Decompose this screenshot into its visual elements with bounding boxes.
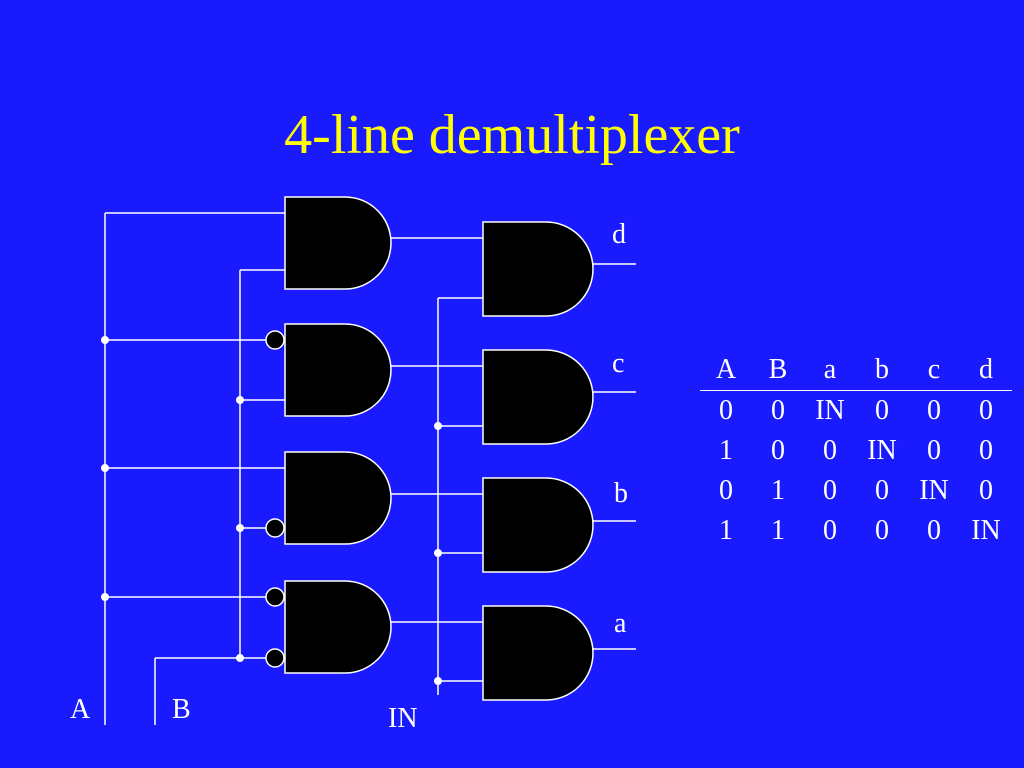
table-cell: 0 (979, 435, 993, 466)
and-gate-4 (284, 580, 392, 674)
table-cell: 1 (719, 435, 733, 466)
truth-table-header-row: A B a b c d (700, 350, 1012, 391)
and-gate-d (482, 221, 594, 317)
header-c: c (927, 354, 941, 385)
truth-table: A B a b c d 0 0 IN 0 0 0 1 0 0 IN 0 0 0 … (700, 350, 1012, 551)
table-cell: 0 (771, 435, 785, 466)
table-cell: 0 (875, 515, 889, 546)
and-gate-a (482, 605, 594, 701)
table-cell: 0 (927, 395, 941, 426)
output-label-c: c (612, 348, 624, 379)
table-cell: IN (919, 475, 949, 506)
table-cell: IN (971, 515, 1001, 546)
junction-dot (434, 677, 442, 685)
inverter-bubble (265, 587, 285, 607)
junction-dot (101, 593, 109, 601)
table-cell: 0 (927, 515, 941, 546)
inverter-bubble (265, 648, 285, 668)
output-label-a: a (614, 608, 627, 639)
table-cell: 0 (719, 475, 733, 506)
table-cell: 1 (719, 515, 733, 546)
table-cell: 0 (979, 395, 993, 426)
header-b: b (875, 354, 889, 385)
table-cell: 0 (979, 475, 993, 506)
header-a: a (823, 354, 837, 385)
junction-dot (236, 524, 244, 532)
header-B: B (768, 354, 788, 385)
header-A: A (715, 354, 737, 385)
output-label-b: b (614, 478, 628, 509)
input-label-b: B (172, 694, 191, 725)
junction-dot (101, 464, 109, 472)
table-cell: 0 (823, 475, 837, 506)
and-gate-c (482, 349, 594, 445)
table-cell: 0 (927, 435, 941, 466)
table-cell: 1 (771, 515, 785, 546)
table-cell: 0 (875, 475, 889, 506)
table-cell: 0 (823, 435, 837, 466)
junction-dot (236, 396, 244, 404)
and-gate-1 (284, 196, 392, 290)
junction-dot (434, 422, 442, 430)
and-gate-3 (284, 451, 392, 545)
table-row: 0 1 0 0 IN 0 (700, 471, 1012, 511)
and-gate-b (482, 477, 594, 573)
output-label-d: d (612, 219, 626, 250)
inverter-bubble (265, 518, 285, 538)
inverter-bubble (265, 330, 285, 350)
table-cell: 0 (823, 515, 837, 546)
input-label-a: A (70, 694, 91, 725)
table-row: 0 0 IN 0 0 0 (700, 391, 1012, 432)
table-cell: 0 (875, 395, 889, 426)
table-cell: IN (867, 435, 897, 466)
and-gate-2 (284, 323, 392, 417)
table-cell: IN (815, 395, 845, 426)
header-d: d (979, 354, 993, 385)
junction-dot (236, 654, 244, 662)
table-row: 1 1 0 0 0 IN (700, 511, 1012, 551)
slide-title: 4-line demultiplexer (284, 104, 740, 166)
junction-dot (101, 336, 109, 344)
table-cell: 0 (719, 395, 733, 426)
table-row: 1 0 0 IN 0 0 (700, 431, 1012, 471)
table-cell: 1 (771, 475, 785, 506)
input-label-in: IN (388, 703, 418, 734)
table-cell: 0 (771, 395, 785, 426)
junction-dot (434, 549, 442, 557)
